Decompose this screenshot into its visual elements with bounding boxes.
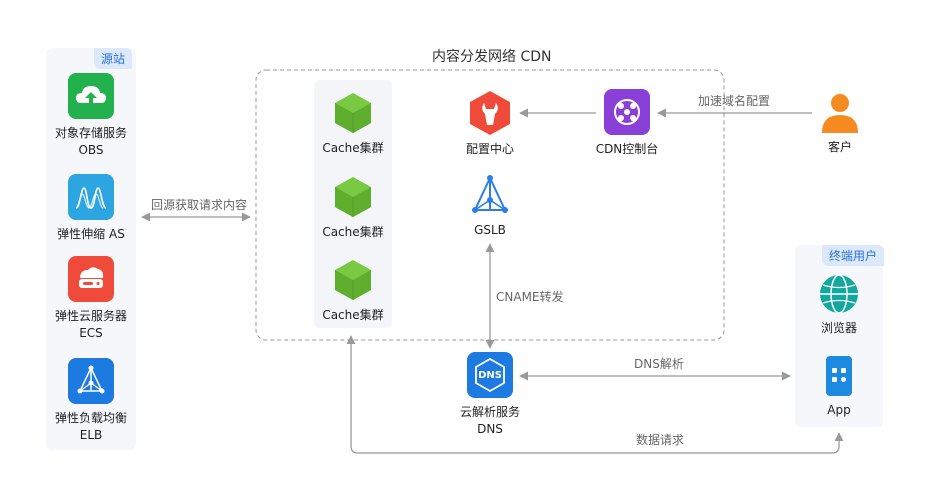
origin-item-as[interactable]: 弹性伸缩 AS [46,174,136,243]
dns-badge: DNS [478,370,502,381]
edge-label-back-to-origin: 回源获取请求内容 [151,198,248,212]
origin-item-sub: ECS [79,326,103,340]
browser-label: 浏览器 [820,321,857,335]
origin-item-name: 对象存储服务 [54,126,127,140]
dns-sub: DNS [477,422,503,436]
customer[interactable]: 客户 [810,89,870,156]
origin-item-elb[interactable]: 弹性负载均衡 ELB [46,358,136,444]
cache-hexagon-icon [335,260,371,300]
data-request-arrow [346,335,844,454]
config-center-label: 配置中心 [465,142,514,156]
origin-item-sub: OBS [78,143,104,157]
app[interactable]: App [800,354,878,419]
cache-cluster-1[interactable]: Cache集群 [310,90,396,157]
end-users-tag: 终端用户 [822,245,885,266]
gslb-label: GSLB [474,223,506,237]
dns-label: 云解析服务 [459,405,520,419]
person-icon [822,94,858,133]
origin-item-obs[interactable]: 对象存储服务 OBS [46,73,136,159]
config-center[interactable]: 配置中心 [455,89,525,158]
cache-hexagon-icon [335,93,371,133]
origin-item-name: 弹性伸缩 AS [57,227,125,241]
cloud-upload-icon [68,73,114,119]
dns-service[interactable]: DNS 云解析服务 DNS [450,352,530,438]
cache-cluster-2[interactable]: Cache集群 [310,174,396,241]
browser[interactable]: 浏览器 [800,272,878,337]
cache-cluster-label: Cache集群 [322,141,384,155]
origin-tag: 源站 [94,48,133,69]
origin-item-name: 弹性负载均衡 [54,411,127,425]
console-icon [604,89,650,135]
globe-icon [820,274,858,314]
cache-cluster-label: Cache集群 [322,308,384,322]
waveform-icon [68,174,114,220]
edge-label-data-request: 数据请求 [636,433,685,447]
origin-item-sub: ELB [79,428,103,442]
customer-label: 客户 [827,140,852,154]
app-label: App [827,403,851,417]
edge-label-accelerate-domain: 加速域名配置 [698,94,771,108]
cdn-console[interactable]: CDN控制台 [590,89,664,158]
origin-item-ecs[interactable]: 弹性云服务器 ECS [46,256,136,342]
cache-hexagon-icon [335,177,371,217]
gslb[interactable]: GSLB [460,174,520,239]
cdn-title: 内容分发网络 CDN [432,49,552,65]
gslb-icon [472,175,508,213]
app-phone-icon [826,356,852,396]
wrench-icon [470,91,510,135]
origin-item-name: 弹性云服务器 [54,309,127,323]
cdn-console-label: CDN控制台 [595,142,659,156]
cache-cluster-label: Cache集群 [322,225,384,239]
cloud-server-icon [68,256,114,302]
cache-cluster-3[interactable]: Cache集群 [310,257,396,324]
edge-label-cname: CNAME转发 [496,290,564,304]
dns-icon: DNS [467,352,513,398]
edge-label-dns-resolve: DNS解析 [634,357,684,371]
load-balancer-icon [68,358,114,404]
